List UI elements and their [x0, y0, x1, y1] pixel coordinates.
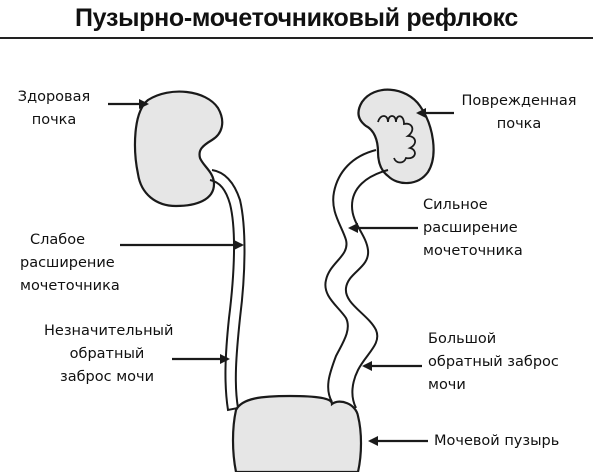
- dilated-ureter-inner: [344, 169, 389, 409]
- label-healthy-kidney: Здоровая почка: [17, 89, 91, 128]
- bladder: [231, 394, 363, 472]
- label-mild-dilation: Слабое расширение мочеточника: [20, 232, 120, 294]
- damaged-kidney: [357, 88, 435, 185]
- label-major-reflux: Большой обратный заброс мочи: [428, 331, 559, 393]
- healthy-kidney: [133, 90, 224, 208]
- diagram-title: Пузырно-мочеточниковый рефлюкс: [75, 4, 518, 32]
- label-damaged-kidney: Поврежденная почка: [461, 93, 577, 132]
- label-bladder: Мочевой пузырь: [434, 433, 560, 449]
- dilated-ureter-outer: [324, 149, 377, 403]
- healthy-ureter: [209, 169, 246, 412]
- title-underline: [0, 37, 593, 39]
- damaged-kidney-calyces: [377, 115, 416, 164]
- label-severe-dilation: Сильное расширение мочеточника: [423, 197, 523, 259]
- label-minor-reflux: Незначительный обратный заброс мочи: [44, 323, 174, 385]
